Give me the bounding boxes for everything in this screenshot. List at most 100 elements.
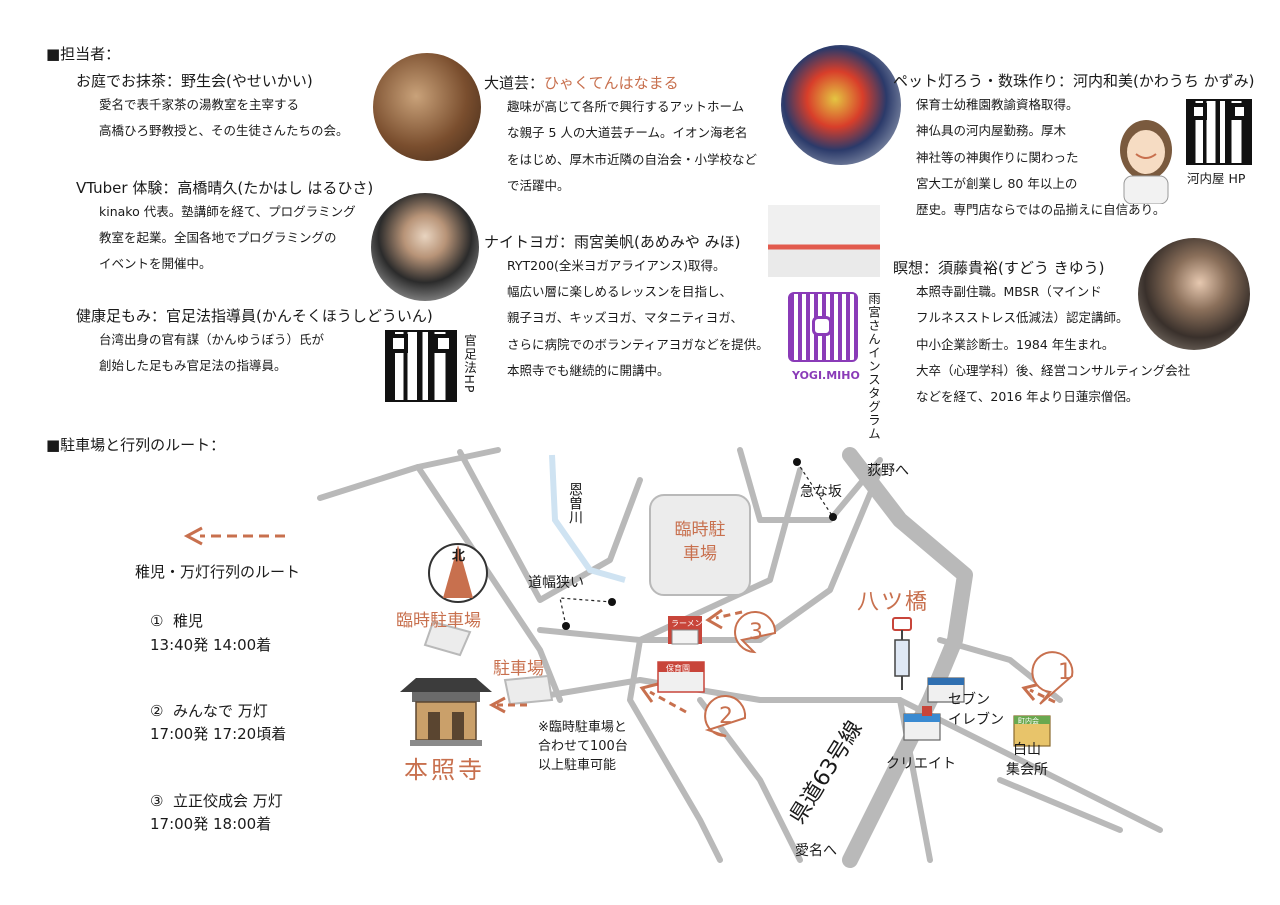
lantern-qr-code[interactable] <box>1186 99 1252 165</box>
steep-dotted <box>796 461 834 518</box>
temp-parking-top-label: 臨時駐車場 <box>674 520 726 564</box>
steep-slope-label: 急な坂 <box>800 484 842 500</box>
yoga-line-1: RYT200(全米ヨガアライアンス)取得。 <box>507 258 726 273</box>
meditation-line-2: フルネスストレス低減法）認定講師。 <box>916 310 1129 325</box>
legend-item-3-num: ③ <box>150 792 164 810</box>
ogino-direction-label: 荻野へ <box>867 463 909 479</box>
route-3-arrowhead <box>705 608 723 630</box>
street-title-name: ひゃくてんはなまる <box>544 74 679 92</box>
vtuber-line-3: イベントを開催中。 <box>99 256 212 271</box>
staff-heading: ■担当者： <box>46 45 121 63</box>
route-1-bubble <box>1031 651 1074 705</box>
temple-icon <box>400 678 492 746</box>
road <box>415 464 563 703</box>
foot-title: 健康足もみ：官足法指導員(かんそくほうしどういん) <box>76 307 433 325</box>
legend-item-3-name: 立正佼成会 万灯 <box>173 792 283 810</box>
insta-label: 雨宮さんインスタグラム <box>866 292 881 441</box>
legend-item-2: ② みんなで 万灯 <box>150 701 268 721</box>
insta-handle: YOGI.MIHO <box>792 369 860 382</box>
yoga-title: ナイトヨガ：雨宮美帆(あめみや みほ) <box>484 233 741 251</box>
yoga-line-3: 親子ヨガ、キッズヨガ、マタニティヨガ、 <box>507 310 744 325</box>
street-line-2: な親子 5 人の大道芸チーム。イオン海老名 <box>507 125 748 140</box>
legend-item-3-time: 17:00発 18:00着 <box>150 815 272 833</box>
lantern-title: ペット灯ろう・数珠作り：河内和美(かわうち かずみ) <box>893 72 1255 90</box>
legend-item-1-num: ① <box>150 612 164 630</box>
road <box>457 449 643 603</box>
street-line-1: 趣味が高じて各所で興行するアットホーム <box>507 99 745 114</box>
foot-line-1: 台湾出身の官有謀（かんゆうぼう）氏が <box>99 332 325 347</box>
foot-qr-code[interactable] <box>385 330 457 402</box>
community-hall-icon <box>1013 715 1051 747</box>
road <box>517 677 1163 833</box>
steep-dot <box>793 458 801 466</box>
legend-item-2-name: みんなで 万灯 <box>173 702 268 720</box>
route-1-arrowhead <box>1021 682 1041 701</box>
lantern-line-1: 保育士幼稚園教諭資格取得。 <box>916 97 1079 112</box>
meditation-line-1: 本照寺副住職。MBSR（マインド <box>916 284 1102 299</box>
hakusan-label: 白山 集会所 <box>1006 742 1048 778</box>
meditation-line-5: などを経て、2016 年より日蓮宗僧侶。 <box>916 389 1139 404</box>
matcha-line-2: 高橋ひろ野教授と、その生徒さんたちの会。 <box>99 123 349 138</box>
lantern-illustration <box>1110 110 1182 205</box>
ramen-shop-icon <box>668 616 702 645</box>
route-1-number: 1 <box>1058 660 1072 685</box>
temp-parking-left-label: 臨時駐車場 <box>396 611 481 631</box>
route-1-arrow <box>1029 688 1056 704</box>
yoga-photo <box>768 205 880 277</box>
meditation-line-3: 中小企業診断士。1984 年生まれ。 <box>916 337 1115 352</box>
river-line <box>549 454 626 583</box>
route-2-bubble <box>704 695 747 738</box>
vtuber-photo <box>371 193 479 301</box>
vtuber-line-2: 教室を起業。全国各地でプログラミングの <box>99 230 337 245</box>
road <box>537 467 803 643</box>
yoga-line-5: 本照寺でも継続的に開講中。 <box>507 363 670 378</box>
route-3-bubble <box>734 611 777 654</box>
create-pharmacy-icon <box>903 706 941 741</box>
nursery-sign: 保育園 <box>666 664 690 673</box>
yoga-line-2: 幅広い層に楽しめるレッスンを目指し、 <box>507 284 733 299</box>
route-63-road <box>842 447 973 868</box>
lantern-line-5: 歴史。専門店ならではの品揃えに自信あり。 <box>916 202 1166 217</box>
vtuber-line-1: kinako 代表。塾講師を経て、プログラミング <box>99 204 356 219</box>
street-line-3: をはじめ、厚木市近隣の自治会・小学校など <box>507 152 758 167</box>
route-2-arrow <box>649 690 687 714</box>
create-label: クリエイト <box>886 756 956 772</box>
bus-stop-sign <box>894 639 910 677</box>
street-photo <box>781 45 901 165</box>
temple-arrowhead <box>488 696 506 714</box>
road <box>627 637 723 863</box>
temp-parking-left-lot <box>423 620 472 657</box>
narrow-dot <box>608 598 616 606</box>
narrow-road-label: 道幅狭い <box>528 575 584 591</box>
river-label: 恩曽川 <box>567 482 583 524</box>
legend-item-2-time: 17:00発 17:20頃着 <box>150 725 287 743</box>
parking-label: 駐車場 <box>493 659 544 679</box>
legend-arrowhead <box>183 526 203 546</box>
lantern-line-2: 神仏具の河内屋勤務。厚木 <box>916 123 1067 138</box>
steep-dot <box>829 513 837 521</box>
narrow-road-dotted <box>559 597 613 627</box>
road <box>737 447 883 523</box>
meditation-line-4: 大卒（心理学科）後、経営コンサルティング会社 <box>916 363 1191 378</box>
matcha-photo <box>373 53 481 161</box>
temp-parking-top-lot <box>649 494 751 596</box>
route-3-number: 3 <box>749 620 763 645</box>
parking-capacity-note: ※臨時駐車場と 合わせて100台 以上駐車可能 <box>538 720 628 773</box>
seven-eleven-label: セブン イレブン <box>948 692 1004 728</box>
north-label: 北 <box>452 549 466 564</box>
community-hall-sign: 町内会 <box>1018 717 1039 725</box>
nursery-icon <box>657 661 705 693</box>
legend-item-2-num: ② <box>150 702 164 720</box>
meditation-title: 瞑想：須藤貴裕(すどう きゆう) <box>893 259 1105 277</box>
aina-direction-label: 愛名へ <box>795 843 837 859</box>
route-2-number: 2 <box>719 704 733 729</box>
legend-item-1: ① 稚児 <box>150 611 203 631</box>
lantern-line-4: 宮大工が創業し 80 年以上の <box>916 176 1078 191</box>
legend-route-label: 稚児・万灯行列のルート <box>135 563 301 581</box>
lantern-line-3: 神社等の神輿作りに関わった <box>916 150 1079 165</box>
seven-eleven-icon <box>927 677 965 703</box>
road <box>997 777 1123 833</box>
foot-line-2: 創始した足もみ官足法の指導員。 <box>99 358 287 373</box>
bus-stop-icon <box>892 617 912 631</box>
meditation-photo <box>1138 238 1250 350</box>
